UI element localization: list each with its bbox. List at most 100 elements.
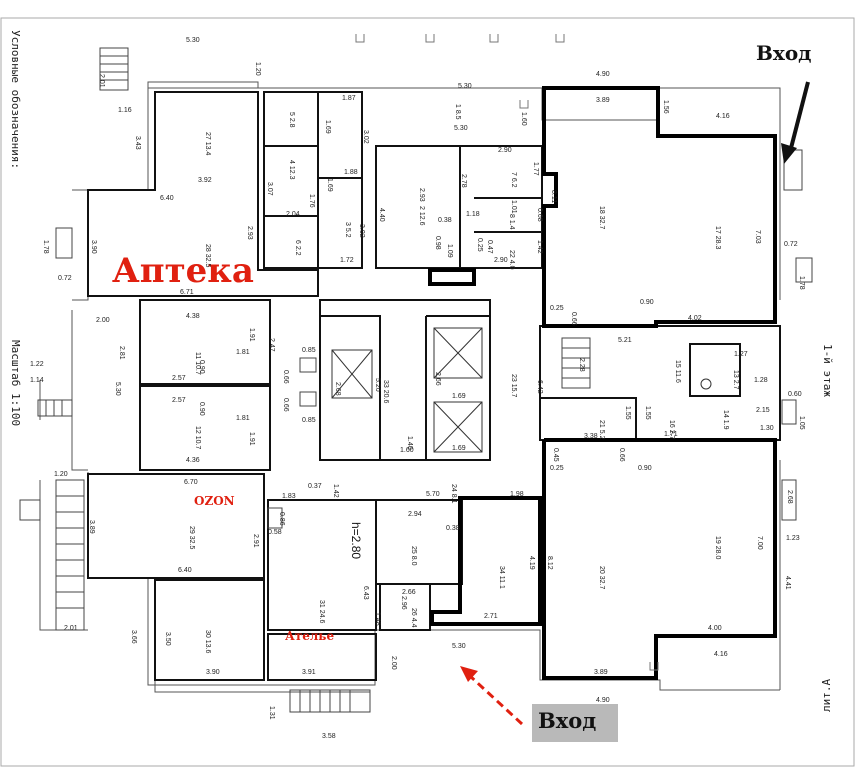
dimension-label: 1.20 — [254, 62, 261, 76]
entrance-arrow-bottom-icon — [460, 666, 524, 726]
dimension-label: 0.98 — [434, 236, 441, 250]
dimension-label: 2.68 — [334, 382, 341, 396]
dimension-label: 2.00 — [96, 317, 110, 324]
tenant-atelier: Ателье — [285, 629, 334, 643]
stairs — [37, 47, 591, 713]
dimension-label: 6.40 — [160, 195, 174, 202]
sink-icon — [700, 378, 712, 390]
dimension-label: 1.91 — [248, 432, 255, 446]
dimension-label: 0.68 — [536, 208, 543, 222]
dimension-label: 4.00 — [708, 625, 722, 632]
ceiling-height: h=2.80 — [349, 522, 363, 559]
room-26-label: 26 4.4 — [410, 608, 417, 628]
dimension-label: 4.19 — [528, 556, 535, 570]
dimension-label: 1.55 — [644, 406, 651, 420]
dimension-label: 5.30 — [186, 37, 200, 44]
dimension-label: 2.66 — [402, 589, 416, 596]
room-4-label: 4 12.3 — [288, 160, 295, 180]
window-bays — [19, 149, 813, 529]
dimension-label: 7.03 — [754, 230, 761, 244]
room-34-label: 34 11.1 — [498, 566, 505, 589]
entrance-label-bottom: Вход — [538, 708, 597, 733]
room-labels: 27 13.428 32.55 2.84 12.33 5.26 2.22 12.… — [188, 104, 739, 653]
room-3-label: 3 5.2 — [344, 222, 351, 238]
room-23-label: 23 15.7 — [510, 374, 517, 397]
letter-label: лит.А — [820, 679, 833, 712]
dimension-label: 5.30 — [452, 643, 466, 650]
dimension-label: 1.91 — [248, 328, 255, 342]
dimension-label: 4.16 — [716, 113, 730, 120]
dimension-label: 1.40 — [406, 436, 413, 450]
dimension-label: 1.69 — [452, 445, 466, 452]
dimension-label: 0.38 — [446, 525, 460, 532]
room-1-label: 1 8.5 — [454, 104, 461, 120]
tenant-ozon: OZON — [194, 494, 235, 508]
room-16-label: 16 2.7 — [668, 420, 675, 440]
room-7-label: 7 6.2 — [510, 172, 517, 188]
dimension-label: 3.50 — [164, 632, 171, 646]
dimension-label: 3.58 — [322, 733, 336, 740]
dimension-label: 1.81 — [236, 349, 250, 356]
floor-label: 1-й этаж — [821, 344, 834, 397]
dimension-label: 2.68 — [786, 490, 793, 504]
dimension-label: 2.81 — [118, 346, 125, 360]
dimension-label: 2.01 — [98, 74, 105, 88]
room-30-label: 30 13.6 — [204, 630, 211, 653]
dimension-label: 1.22 — [30, 361, 44, 368]
dimension-label: 5.21 — [618, 337, 632, 344]
dimension-label: 2.66 — [434, 372, 441, 386]
dimension-label: 0.90 — [640, 299, 654, 306]
entrance-label-top: Вход — [756, 41, 812, 65]
dimension-label: 1.20 — [54, 471, 68, 478]
dimension-label: 3.66 — [130, 630, 137, 644]
dimension-label: 1.18 — [466, 211, 480, 218]
room-5-label: 5 2.8 — [288, 112, 295, 128]
dimension-label: 5.30 — [454, 125, 468, 132]
dimension-label: 1.28 — [754, 377, 768, 384]
dimension-label: 1.76 — [308, 194, 315, 208]
dimension-label: 3.02 — [358, 224, 365, 238]
dimension-label: 2.00 — [390, 656, 397, 670]
dimension-label: 1.69 — [326, 178, 333, 192]
dimension-label: 5.30 — [458, 83, 472, 90]
dimension-label: 0.90 — [198, 402, 205, 416]
dimension-label: 1.81 — [236, 415, 250, 422]
dimension-label: 1.30 — [760, 425, 774, 432]
dimension-label: 2.96 — [400, 596, 407, 610]
dimension-label: 3.91 — [302, 669, 316, 676]
dimension-label: 1.01 — [510, 200, 517, 214]
dimension-label: 0.85 — [302, 347, 316, 354]
dimension-label: 7.00 — [756, 536, 763, 550]
dimension-label: 3.92 — [198, 177, 212, 184]
top-notches — [355, 34, 659, 671]
dimension-label: 1.09 — [446, 244, 453, 258]
dimension-label: 1.72 — [340, 257, 354, 264]
dimension-label: 2.47 — [268, 338, 275, 352]
room-19-label: 19 28.0 — [714, 536, 721, 559]
entrance-box-bottom — [532, 704, 618, 742]
room-28-label: 28 32.5 — [204, 244, 211, 267]
dimension-label: 1.48 — [374, 612, 381, 626]
dimension-label: 3.02 — [362, 130, 369, 144]
dimension-label: 3.89 — [594, 669, 608, 676]
dimension-label: 0.47 — [486, 240, 493, 254]
dimension-label: 1.88 — [344, 169, 358, 176]
dimension-label: 2.57 — [172, 375, 186, 382]
plan-frame — [0, 17, 855, 767]
room-29-label: 29 32.5 — [188, 526, 195, 549]
dimension-label: 2.01 — [64, 625, 78, 632]
room-11-label: 11 10.7 — [194, 352, 201, 375]
dimension-label: 1.98 — [510, 491, 524, 498]
dimension-label: 1.78 — [42, 240, 49, 254]
dimension-label: 6.40 — [178, 567, 192, 574]
room-18-label: 18 32.7 — [598, 206, 605, 229]
dimension-label: 0.85 — [302, 417, 316, 424]
dimension-label: 1.87 — [342, 95, 356, 102]
dimension-label: 2.93 — [246, 226, 253, 240]
dimension-label: 4.36 — [186, 457, 200, 464]
dimension-label: 1.60 — [400, 447, 414, 454]
room-21-label: 21 5.2 — [598, 420, 605, 440]
dimension-label: 0.66 — [618, 448, 625, 462]
dimension-label: 4.40 — [378, 208, 385, 222]
dimension-label: 3.90 — [90, 240, 97, 254]
